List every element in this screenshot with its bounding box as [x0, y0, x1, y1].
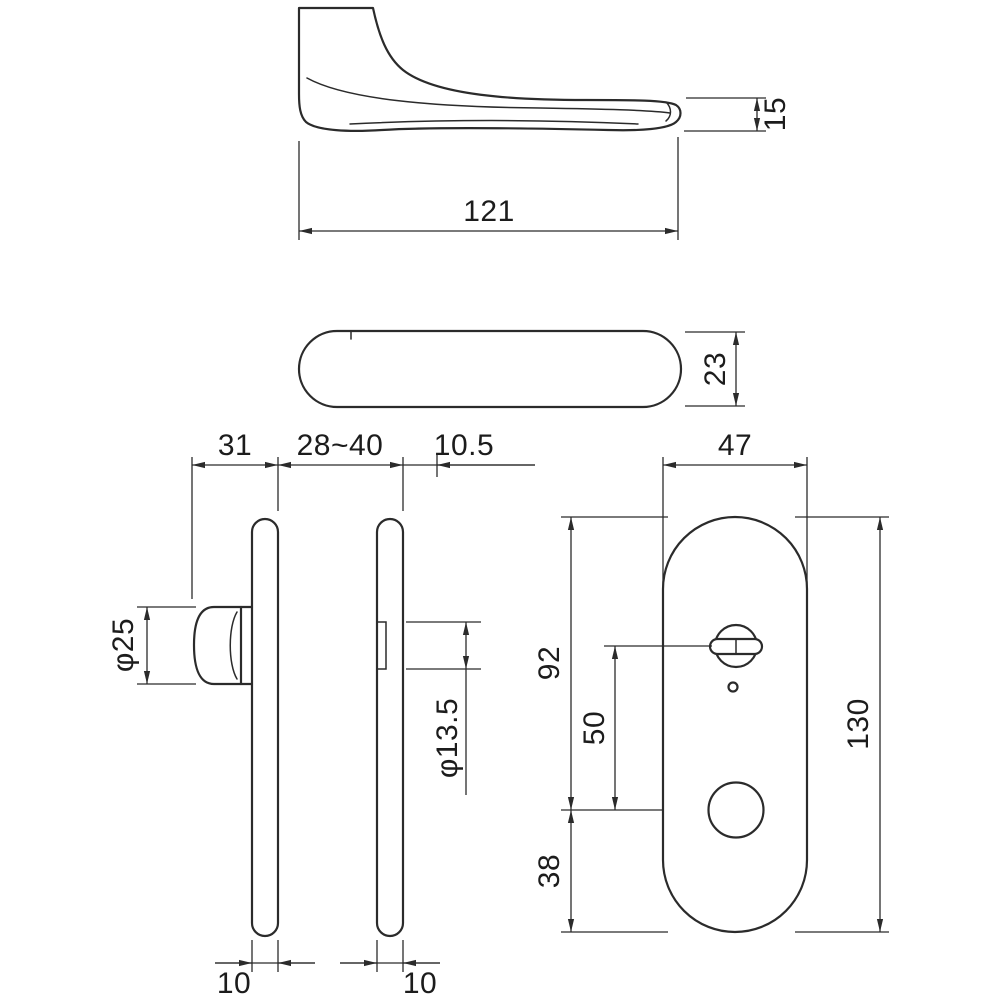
release-hole: [727, 681, 739, 693]
lever-contour-line-lower: [349, 119, 639, 125]
front-plate-edge: [250, 517, 280, 938]
dimension-lever-bar-width: 23: [685, 331, 745, 407]
dim-label-lever-bar-width: 23: [699, 352, 732, 386]
dim-label-plate-width: 47: [718, 429, 752, 462]
lever-contour-line-upper: [306, 77, 671, 114]
neck-curvature-line: [229, 611, 238, 680]
lever-side-view: [297, 6, 682, 132]
dimension-lever-end-height: 15: [684, 97, 792, 132]
dimension-plate-width: 47: [662, 429, 808, 586]
handle-hole: [707, 781, 765, 839]
dimension-chain-top: 31 28~40 10.5: [191, 429, 535, 599]
dim-label-backset-projection: 10.5: [434, 429, 494, 462]
dim-label-lever-end-height: 15: [759, 97, 792, 131]
dim-label-top-to-handle-center: 92: [533, 646, 566, 680]
dimension-spindle-hole: φ13.5: [406, 621, 481, 795]
dimension-lever-length: 121: [298, 137, 679, 240]
lever-bar-outline: [297, 329, 683, 409]
lever-outline: [297, 6, 682, 132]
plate-outline: [661, 515, 809, 934]
dim-label-handle-projection: 31: [218, 429, 252, 462]
lever-tip-edge: [665, 101, 672, 122]
dim-label-front-plate-thickness: 10: [217, 967, 251, 1000]
dimension-left-stack: 92 50 38: [533, 516, 712, 933]
dim-label-thumbturn-to-handle-center: 50: [578, 711, 611, 745]
dim-label-back-plate-thickness: 10: [403, 967, 437, 1000]
handle-neck-outline: [192, 605, 254, 686]
dim-label-plate-height: 130: [842, 698, 875, 750]
lever-top-view: [297, 329, 683, 409]
plate-front-view: [661, 515, 809, 934]
dim-label-door-thickness-range: 28~40: [297, 429, 384, 462]
back-plate-edge: [375, 517, 405, 938]
dim-label-lever-length: 121: [463, 195, 515, 228]
spindle-hole-section: [376, 621, 387, 670]
dimension-plate-thicknesses: 10 10: [215, 940, 440, 1000]
dim-label-handle-center-to-bottom: 38: [533, 854, 566, 888]
dimension-plate-height: 130: [795, 516, 889, 933]
dim-label-neck-diameter: φ25: [107, 618, 140, 672]
dim-label-spindle-hole-diameter: φ13.5: [431, 698, 464, 778]
handle-side-section-view: [192, 517, 405, 938]
dimension-neck-diameter: φ25: [107, 606, 196, 685]
